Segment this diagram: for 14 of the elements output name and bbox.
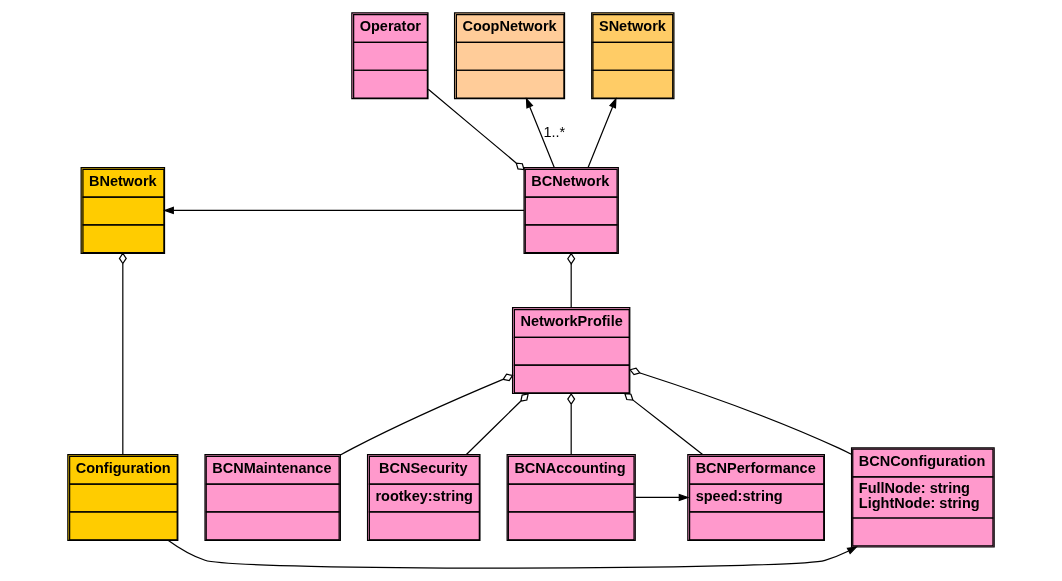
arrow (163, 206, 525, 215)
connector (427, 88, 525, 171)
arrow (167, 539, 858, 569)
connector (567, 392, 576, 456)
connector (567, 252, 576, 309)
connector (624, 393, 704, 456)
arrow (587, 97, 617, 168)
connector (339, 373, 514, 456)
connector (465, 393, 529, 456)
arrow (634, 493, 690, 502)
connector (629, 367, 852, 455)
edge-label: 1..* (543, 123, 566, 140)
connector (118, 252, 127, 455)
arrow (525, 97, 555, 168)
